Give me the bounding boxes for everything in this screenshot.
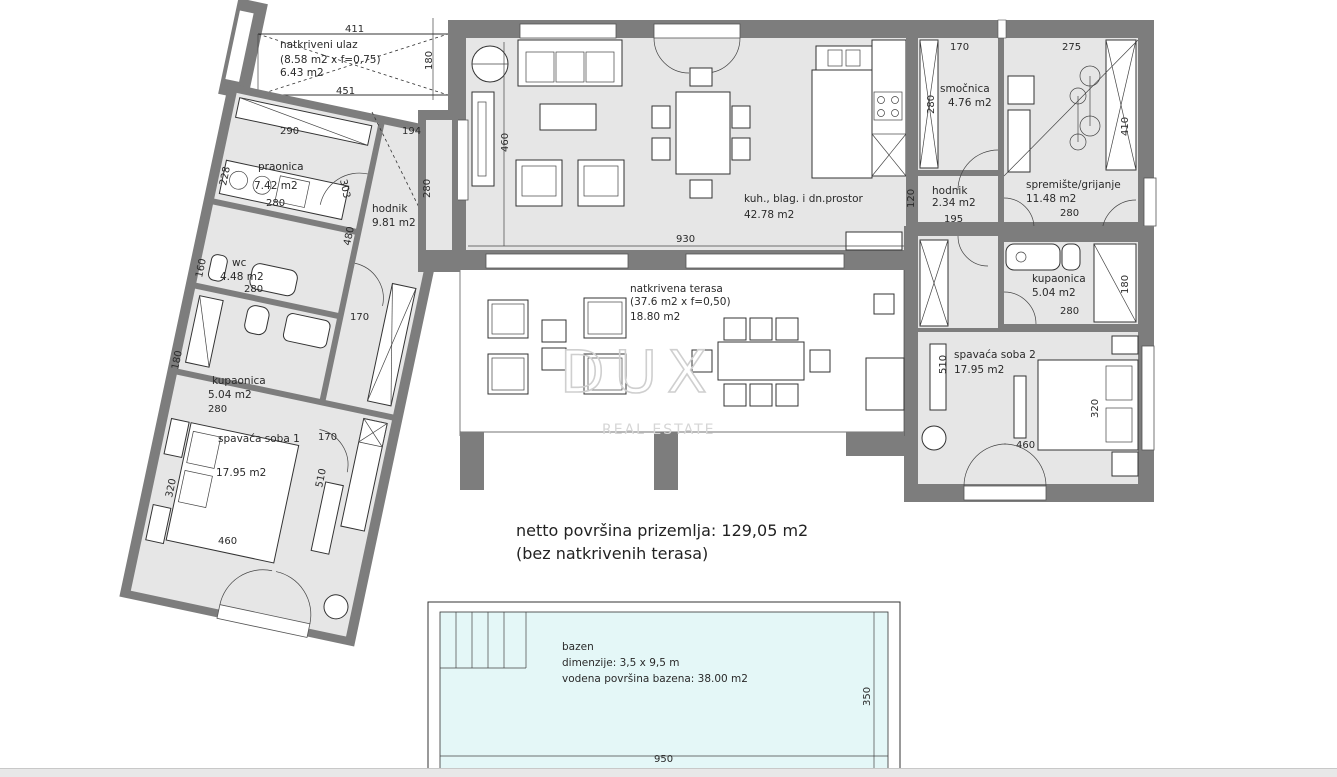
dim-label: 510 [314, 468, 329, 489]
dim-label: 275 [1062, 42, 1081, 53]
dim-label: 120 [906, 189, 917, 208]
room-area: 4.48 m2 [220, 271, 264, 283]
dim-label: 195 [944, 214, 963, 225]
dim-label: 180 [170, 350, 185, 371]
dim-label: 280 [208, 404, 227, 415]
dim-label: 460 [218, 536, 237, 547]
room-name: smočnica [940, 83, 990, 95]
svg-text:REAL ESTATE: REAL ESTATE [602, 422, 716, 438]
dim-label: 950 [654, 754, 673, 765]
room-name: natkriveni ulaz [280, 39, 358, 51]
pool-water-area: vodena površina bazena: 38.00 m2 [562, 673, 748, 685]
room-area: 5.04 m2 [1032, 287, 1076, 299]
pool-dimensions: dimenzije: 3,5 x 9,5 m [562, 657, 679, 669]
dim-label: 510 [938, 355, 949, 374]
room-area: 2.34 m2 [932, 197, 976, 209]
dim-label: 320 [1090, 399, 1101, 418]
dim-label: 411 [345, 24, 364, 35]
dim-label: 460 [500, 133, 511, 152]
room-area: 9.81 m2 [372, 217, 416, 229]
dim-label: 280 [422, 179, 433, 198]
dim-label: 280 [266, 198, 285, 209]
room-area: 6.43 m2 [280, 67, 324, 79]
room-area: 4.76 m2 [948, 97, 992, 109]
dim-label: 228 [218, 166, 233, 187]
dim-label: 280 [244, 284, 263, 295]
room-name: kuh., blag. i dn.prostor [744, 193, 864, 205]
summary-total: netto površina prizemlja: 129,05 m2 [516, 521, 808, 540]
room-name: kupaonica [212, 375, 266, 387]
left-wing [119, 83, 464, 647]
dim-label: 290 [280, 126, 299, 137]
room-area: 17.95 m2 [954, 364, 1004, 376]
covered-terrace [418, 256, 905, 490]
dim-label: 930 [676, 234, 695, 245]
room-name: spavaća soba 2 [954, 349, 1036, 361]
dim-label: 180 [424, 51, 435, 70]
pool [427, 601, 901, 776]
room-name: hodnik [932, 185, 968, 197]
dim-label: 303 [337, 178, 352, 199]
bicycle-icon [1069, 65, 1101, 151]
room-name: natkrivena terasa [630, 283, 723, 295]
room-name: praonica [258, 161, 304, 173]
room-area: 18.80 m2 [630, 311, 680, 323]
room-name: spremište/grijanje [1026, 179, 1121, 191]
dim-label: 280 [1060, 208, 1079, 219]
room-labels: 411 natkriveni ulaz (8.58 m2 x f=0,75) 6… [164, 24, 1131, 547]
pool-name: bazen [562, 641, 594, 653]
dim-label: 280 [1060, 306, 1079, 317]
dim-label: 480 [342, 226, 357, 247]
room-name: kupaonica [1032, 273, 1086, 285]
room-name: wc [232, 257, 247, 269]
room-area: 11.48 m2 [1026, 193, 1076, 205]
room-calc: (8.58 m2 x f=0,75) [280, 54, 381, 66]
room-area: 17.95 m2 [216, 467, 266, 479]
right-wing [904, 226, 1155, 502]
bottom-scrollbar[interactable] [0, 768, 1337, 777]
service-rooms [906, 19, 1157, 252]
watermark: DUX REAL ESTATE [559, 337, 717, 438]
area-summary: netto površina prizemlja: 129,05 m2 (bez… [516, 521, 808, 563]
room-name: hodnik [372, 203, 408, 215]
dim-label: 180 [1120, 275, 1131, 294]
dim-label: 460 [1016, 440, 1035, 451]
summary-note: (bez natkrivenih terasa) [516, 544, 708, 563]
dim-label: 170 [350, 312, 369, 323]
dim-label: 320 [164, 478, 179, 499]
pool-labels: bazen dimenzije: 3,5 x 9,5 m vodena povr… [562, 641, 873, 765]
dim-label: 350 [862, 687, 873, 706]
svg-text:DUX: DUX [560, 338, 717, 406]
room-calc: (37.6 m2 x f=0,50) [630, 296, 731, 308]
dim-label: 170 [950, 42, 969, 53]
room-name: spavaća soba 1 [218, 433, 300, 445]
dim-label: 170 [318, 432, 337, 443]
dim-label: 194 [402, 126, 421, 137]
dim-label: 410 [1120, 117, 1131, 136]
room-area: 7.42 m2 [254, 180, 298, 192]
covered-entrance [218, 0, 449, 101]
dim-label: 451 [336, 86, 355, 97]
room-area: 5.04 m2 [208, 389, 252, 401]
dim-label: 160 [194, 258, 209, 279]
room-area: 42.78 m2 [744, 209, 794, 221]
kitchen-block [448, 20, 918, 272]
dim-label: 280 [926, 95, 937, 114]
